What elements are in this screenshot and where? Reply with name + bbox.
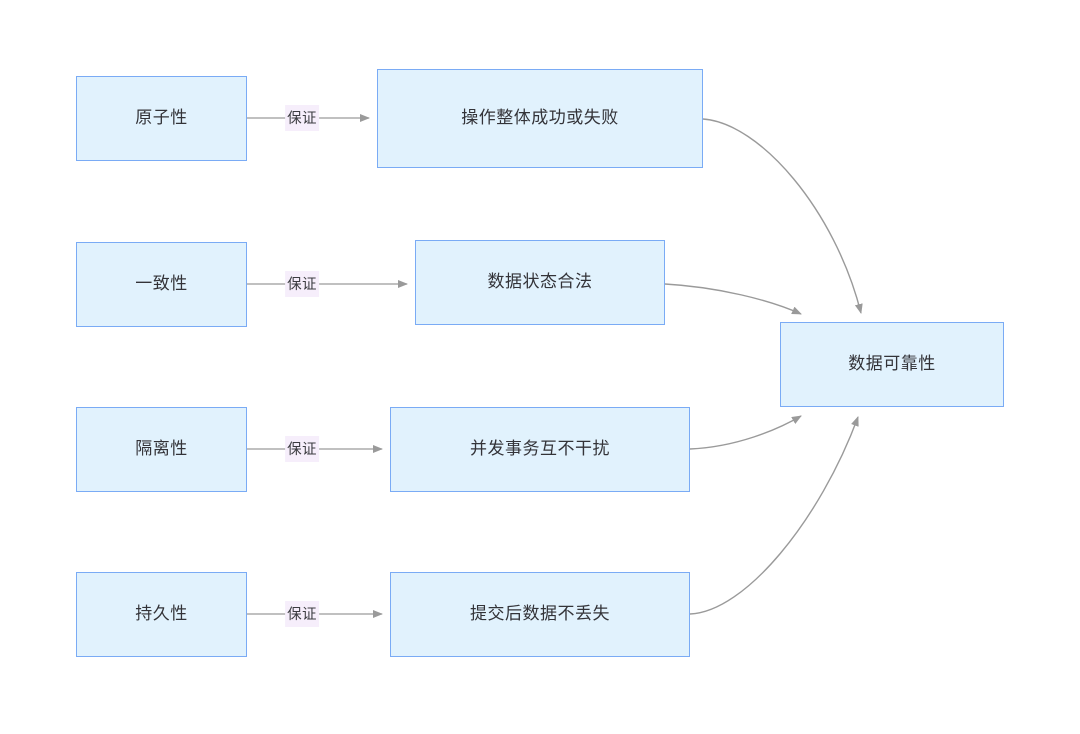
- node-label: 隔离性: [135, 439, 188, 459]
- node-consistency-result[interactable]: 数据状态合法: [415, 240, 665, 325]
- edge-consistency-result-to-reliability: [664, 283, 802, 315]
- node-atomicity[interactable]: 原子性: [76, 76, 247, 161]
- node-isolation-result[interactable]: 并发事务互不干扰: [390, 407, 690, 492]
- edge-label-atomicity: 保证: [285, 105, 319, 131]
- node-label: 提交后数据不丢失: [470, 604, 610, 624]
- node-label: 原子性: [135, 108, 188, 128]
- node-durability[interactable]: 持久性: [76, 572, 247, 657]
- edge-atomicity-result-to-reliability: [702, 118, 863, 314]
- edge-isolation-result-to-reliability: [689, 415, 802, 450]
- node-label: 数据可靠性: [848, 354, 936, 374]
- node-consistency[interactable]: 一致性: [76, 242, 247, 327]
- edge-label-durability: 保证: [285, 601, 319, 627]
- node-label: 持久性: [135, 604, 188, 624]
- node-label: 操作整体成功或失败: [461, 108, 619, 128]
- node-label: 并发事务互不干扰: [470, 439, 610, 459]
- node-data-reliability[interactable]: 数据可靠性: [780, 322, 1004, 407]
- node-label: 数据状态合法: [487, 272, 593, 292]
- node-isolation[interactable]: 隔离性: [76, 407, 247, 492]
- node-atomicity-result[interactable]: 操作整体成功或失败: [377, 69, 703, 168]
- edge-label-isolation: 保证: [285, 436, 319, 462]
- node-durability-result[interactable]: 提交后数据不丢失: [390, 572, 690, 657]
- node-label: 一致性: [135, 274, 188, 294]
- edge-durability-result-to-reliability: [689, 416, 859, 615]
- edge-label-consistency: 保证: [285, 271, 319, 297]
